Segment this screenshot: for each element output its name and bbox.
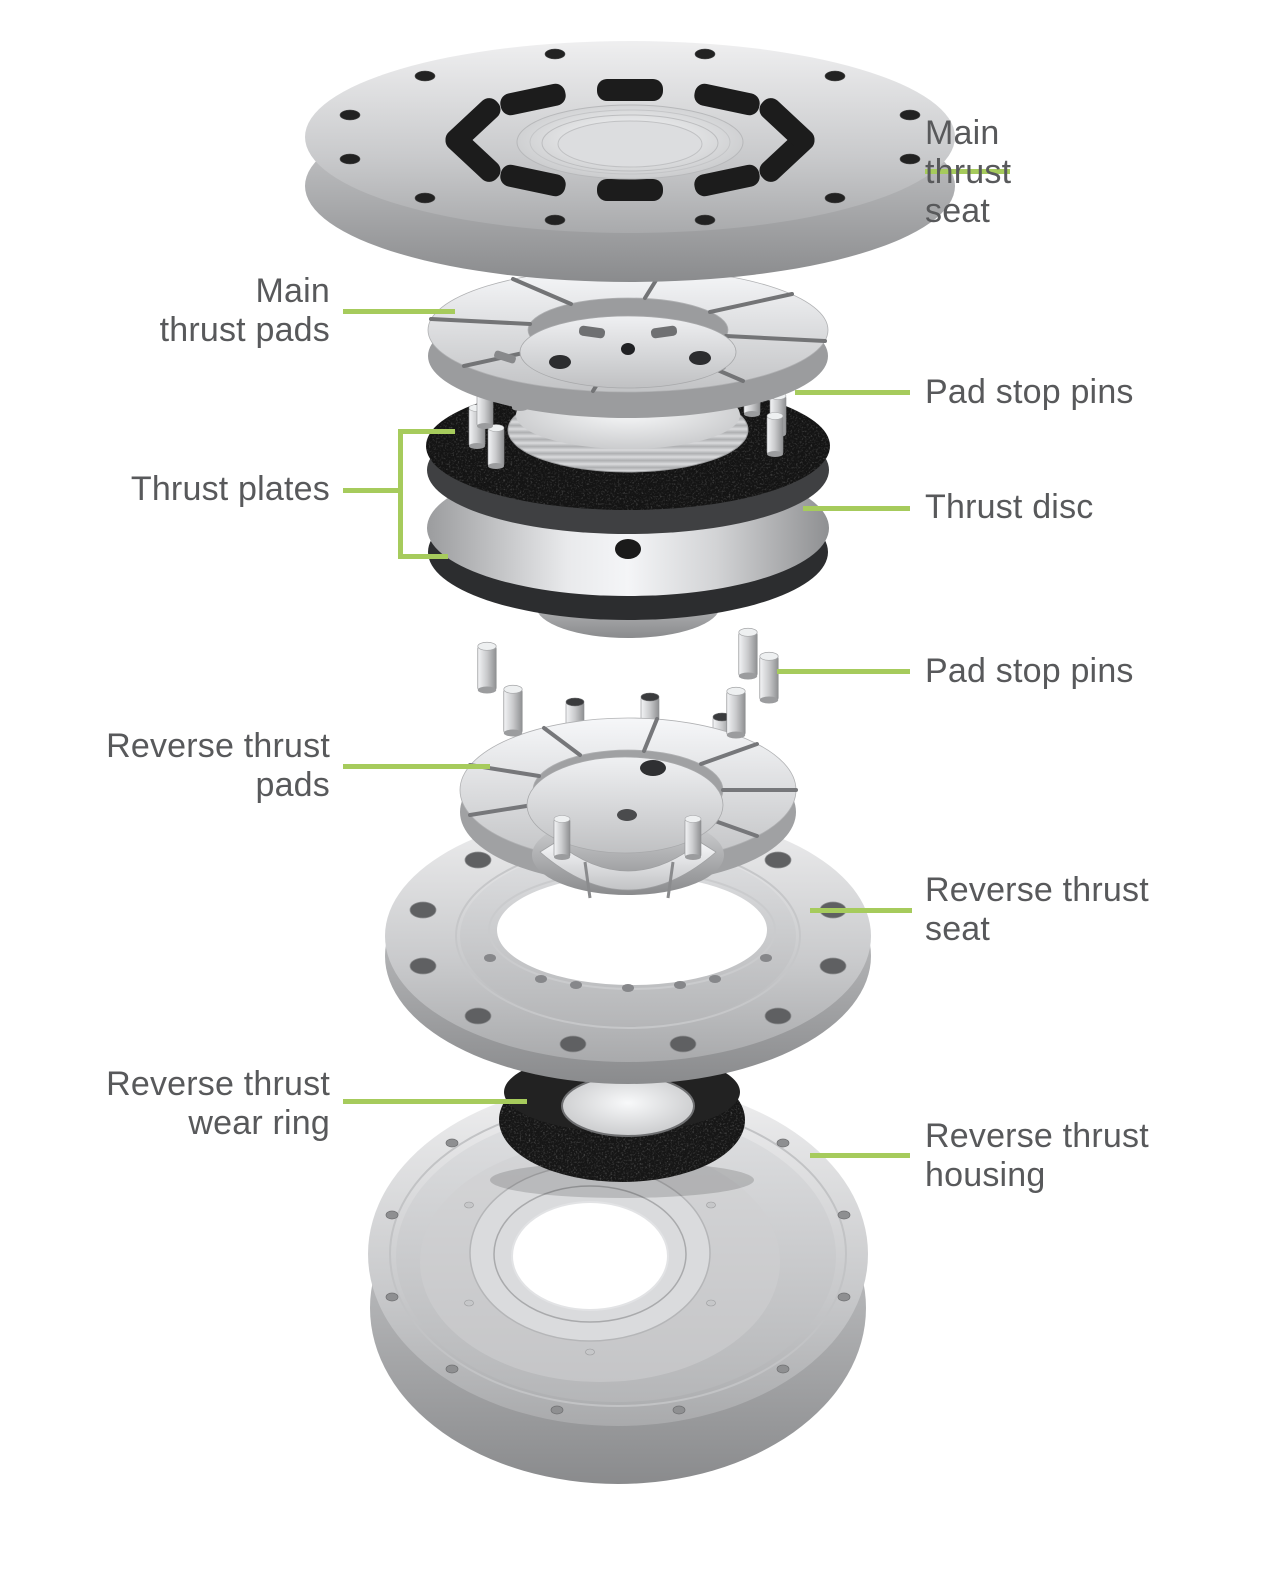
label-line: seat <box>925 192 991 230</box>
label-thrust-disc: Thrust disc <box>925 488 1093 527</box>
label-line: Thrust disc <box>925 488 1094 526</box>
label-line: housing <box>925 1156 1046 1194</box>
label-pad-stop-pins-upper: Pad stop pins <box>925 373 1134 412</box>
label-line: Main <box>925 114 1000 152</box>
leader-thrust-plates-bottom-arm <box>398 554 448 559</box>
leader-thrust-disc <box>803 506 910 511</box>
label-thrust-plates: Thrust plates <box>60 470 330 509</box>
leader-main-thrust-seat <box>925 169 1010 174</box>
label-line: Main <box>255 272 330 310</box>
label-main-thrust-pads: Main thrust pads <box>60 272 330 350</box>
label-main-thrust-seat: Main thrust seat <box>925 114 1011 231</box>
label-line: Reverse thrust <box>106 727 330 765</box>
label-reverse-thrust-seat: Reverse thrust seat <box>925 871 1149 949</box>
label-reverse-thrust-housing: Reverse thrust housing <box>925 1117 1149 1195</box>
leader-reverse-thrust-seat <box>810 908 912 913</box>
reverse-thrust-seat-part <box>385 810 871 1084</box>
leader-main-thrust-pads <box>343 309 455 314</box>
leader-thrust-plates-bracket <box>398 429 403 559</box>
label-line: Reverse thrust <box>925 1117 1149 1155</box>
reverse-thrust-housing-part <box>368 1082 868 1484</box>
leader-pad-stop-pins-lower <box>777 669 910 674</box>
label-line: Thrust plates <box>130 470 330 508</box>
label-pad-stop-pins-lower: Pad stop pins <box>925 652 1134 691</box>
leader-pad-stop-pins-upper <box>795 390 910 395</box>
leader-reverse-thrust-housing <box>810 1153 910 1158</box>
leader-thrust-plates-top-arm <box>398 429 455 434</box>
label-line: pads <box>255 766 330 804</box>
leader-reverse-thrust-pads <box>343 764 490 769</box>
label-line: seat <box>925 910 991 948</box>
label-reverse-thrust-wear-ring: Reverse thrust wear ring <box>60 1065 330 1143</box>
label-line: Reverse thrust <box>925 871 1149 909</box>
leader-thrust-plates-stem <box>343 488 400 493</box>
label-line: Pad stop pins <box>925 373 1134 411</box>
reverse-thrust-pads-part <box>459 692 798 899</box>
label-line: Reverse thrust <box>106 1065 330 1103</box>
main-thrust-seat-part <box>305 41 955 282</box>
label-line: thrust <box>925 153 1012 191</box>
label-line: Pad stop pins <box>925 652 1134 690</box>
label-reverse-thrust-pads: Reverse thrust pads <box>60 727 330 805</box>
label-line: wear ring <box>188 1104 330 1142</box>
main-thrust-pads-part <box>427 267 829 418</box>
leader-reverse-thrust-wear-ring <box>343 1099 527 1104</box>
label-line: thrust pads <box>159 311 330 349</box>
